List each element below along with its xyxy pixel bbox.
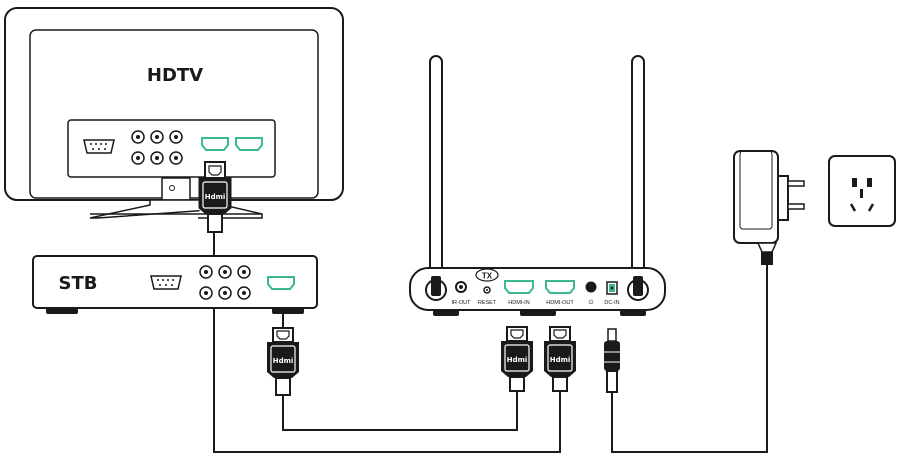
tv-hdmi-port-1 <box>201 137 229 151</box>
tx-badge-label: TX <box>482 272 493 281</box>
tv-stand-base <box>89 199 212 219</box>
tx-hdmi-out-plug: Hdmi <box>544 326 576 392</box>
stb-vga-port <box>150 275 182 290</box>
power-adapter <box>733 150 805 265</box>
cable-tv-to-tx-out <box>213 232 561 453</box>
tx-ir-out-label: IR-OUT <box>452 300 472 306</box>
tx-out-plug-label: Hdmi <box>550 356 571 364</box>
tx-hdmi-out-label: HDMI-OUT <box>546 300 574 306</box>
stb-hdmi-port <box>267 276 295 290</box>
tx-antenna-right <box>631 55 645 279</box>
tx-dc-in-label: DC-IN <box>604 300 619 306</box>
stb: STB <box>32 255 318 314</box>
tx-power-button <box>585 281 597 293</box>
cable-power <box>611 265 768 453</box>
tv-plug-label: Hdmi <box>205 193 226 201</box>
tv-stand-neck <box>161 177 191 201</box>
tv-vga-pins <box>90 143 107 150</box>
power-icon: ⏻ <box>589 299 594 306</box>
tx-hdmi-in-label: HDMI-IN <box>508 300 529 306</box>
tx-body <box>409 267 666 311</box>
tx-transmitter: TX IR-OUT RESET HDMI-IN HDMI-OUT ⏻ DC-IN <box>409 55 666 316</box>
tv-vga-port <box>83 139 115 154</box>
tv-hdmi-plug: Hdmi <box>198 161 232 233</box>
tx-badge <box>475 268 499 282</box>
hdtv: HDTV <box>4 7 344 219</box>
dc-power-plug <box>604 328 620 393</box>
wall-outlet <box>828 155 896 227</box>
stb-hdmi-plug: Hdmi <box>267 327 299 396</box>
tx-hdmi-in-plug: Hdmi <box>501 326 533 392</box>
tx-antenna-left <box>429 55 443 279</box>
tx-in-plug-label: Hdmi <box>507 356 528 364</box>
tx-hdmi-out-port <box>545 280 575 294</box>
cable-stb-to-tx-in <box>282 390 518 431</box>
tx-hdmi-in-port <box>504 280 534 294</box>
stb-plug-label: Hdmi <box>273 357 294 365</box>
stb-label: STB <box>59 273 98 294</box>
tv-hdmi-port-2 <box>235 137 263 151</box>
tx-reset-label: RESET <box>478 300 497 306</box>
tv-label: HDTV <box>147 65 203 86</box>
